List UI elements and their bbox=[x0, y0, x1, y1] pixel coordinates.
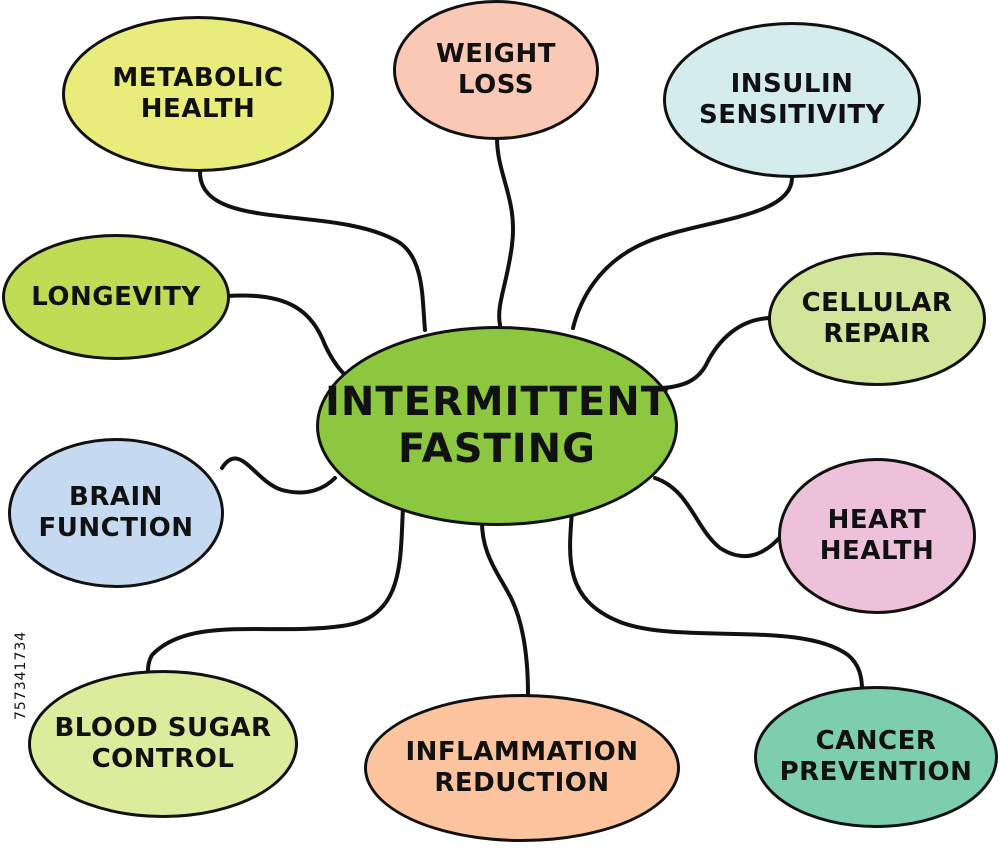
node-label-line2: SENSITIVITY bbox=[699, 100, 885, 130]
node-inflammation-reduction: INFLAMMATION REDUCTION bbox=[364, 694, 680, 842]
node-longevity: LONGEVITY bbox=[2, 234, 230, 360]
node-label-line1: BRAIN bbox=[69, 482, 163, 513]
node-label-line2: HEALTH bbox=[140, 94, 256, 124]
connector-inflammation-reduction bbox=[479, 513, 530, 697]
connector-brain-function bbox=[220, 456, 337, 495]
node-label-line1: LONGEVITY bbox=[31, 281, 201, 312]
node-label-line1: INSULIN bbox=[730, 69, 854, 100]
node-label-line1: BLOOD SUGAR bbox=[54, 713, 272, 744]
node-label-line1: HEART bbox=[827, 505, 927, 536]
node-label-line1: INFLAMMATION bbox=[405, 737, 639, 768]
node-weight-loss: WEIGHT LOSS bbox=[393, 0, 599, 140]
node-label-line2: PREVENTION bbox=[779, 757, 973, 787]
node-label-line1: WEIGHT bbox=[436, 39, 556, 70]
node-label-line1: CANCER bbox=[815, 726, 937, 757]
connector-longevity bbox=[226, 293, 347, 377]
connector-heart-health bbox=[653, 476, 784, 558]
node-label-line2: HEALTH bbox=[819, 536, 935, 566]
connector-cellular-repair bbox=[663, 316, 774, 390]
node-label-line2: FUNCTION bbox=[38, 513, 194, 543]
connector-weight-loss bbox=[495, 136, 516, 327]
node-label-line1: CELLULAR bbox=[801, 288, 953, 319]
node-insulin-sensitivity: INSULIN SENSITIVITY bbox=[663, 22, 921, 178]
node-label-line2: REDUCTION bbox=[434, 768, 610, 798]
connector-metabolic-health bbox=[198, 170, 427, 332]
node-label-line2: LOSS bbox=[457, 70, 535, 100]
node-cellular-repair: CELLULAR REPAIR bbox=[768, 252, 986, 386]
central-label-line1: INTERMITTENT bbox=[324, 378, 670, 425]
node-label-line2: CONTROL bbox=[91, 744, 235, 774]
node-label-line1: METABOLIC bbox=[112, 63, 284, 94]
node-label-line2: REPAIR bbox=[823, 319, 931, 349]
node-metabolic-health: METABOLIC HEALTH bbox=[62, 16, 334, 172]
node-brain-function: BRAIN FUNCTION bbox=[8, 438, 224, 588]
stock-image-id: 757341734 bbox=[13, 630, 29, 720]
node-heart-health: HEART HEALTH bbox=[778, 458, 976, 614]
connector-cancer-prevention bbox=[568, 510, 864, 692]
connector-blood-sugar-control bbox=[146, 506, 405, 674]
central-label-line2: FASTING bbox=[398, 426, 596, 472]
node-blood-sugar-control: BLOOD SUGAR CONTROL bbox=[28, 670, 298, 818]
connector-insulin-sensitivity bbox=[571, 176, 794, 330]
central-node-intermittent-fasting: INTERMITTENT FASTING bbox=[316, 326, 678, 526]
node-cancer-prevention: CANCER PREVENTION bbox=[754, 686, 998, 828]
